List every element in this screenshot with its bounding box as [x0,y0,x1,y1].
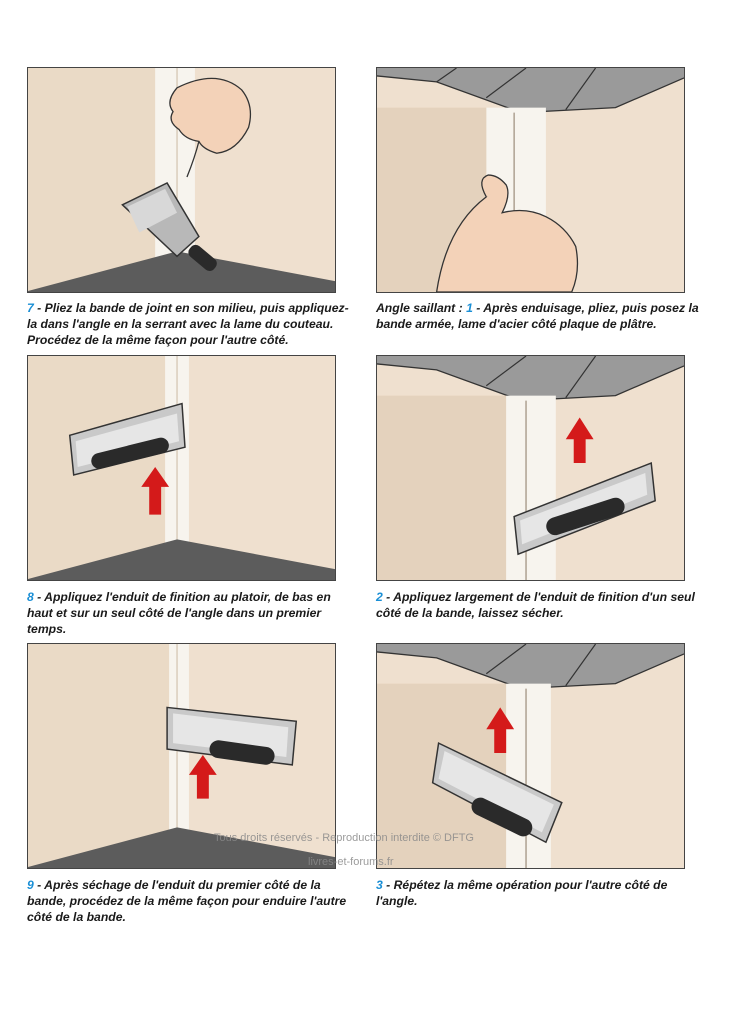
caption-angle-saillant-2: 2 - Appliquez largement de l'enduit de f… [376,589,706,621]
step-number: 2 [376,590,383,604]
caption-step-7: 7 - Pliez la bande de joint en son milie… [27,300,357,348]
step-number: 3 [376,878,383,892]
caption-text: - Après enduisage, pliez, puis posez la … [376,301,699,331]
illustration-step-9 [27,643,336,869]
caption-step-9: 9 - Après séchage de l'enduit du premier… [27,877,357,925]
illustration-step-8 [27,355,336,581]
caption-text: - Appliquez largement de l'enduit de fin… [376,590,695,620]
illustration-angle-saillant-3 [376,643,685,869]
step-number: 7 [27,301,34,315]
step-number: 1 [466,301,473,315]
caption-lead: Angle saillant : [376,301,467,315]
caption-angle-saillant-1: Angle saillant : 1 - Après enduisage, pl… [376,300,706,332]
caption-text: - Appliquez l'enduit de finition au plat… [27,590,331,636]
illustration-angle-saillant-1 [376,67,685,293]
caption-angle-saillant-3: 3 - Répétez la même opération pour l'aut… [376,877,706,909]
watermark-site: livres-et-forums.fr [308,856,394,868]
step-number: 9 [27,878,34,892]
watermark-copyright: Tous droits réservés - Reproduction inte… [214,832,474,844]
caption-text: - Après séchage de l'enduit du premier c… [27,878,347,924]
illustration-angle-saillant-2 [376,355,685,581]
step-number: 8 [27,590,34,604]
caption-text: - Pliez la bande de joint en son milieu,… [27,301,349,347]
caption-text: - Répétez la même opération pour l'autre… [376,878,668,908]
caption-step-8: 8 - Appliquez l'enduit de finition au pl… [27,589,357,637]
illustration-step-7 [27,67,336,293]
